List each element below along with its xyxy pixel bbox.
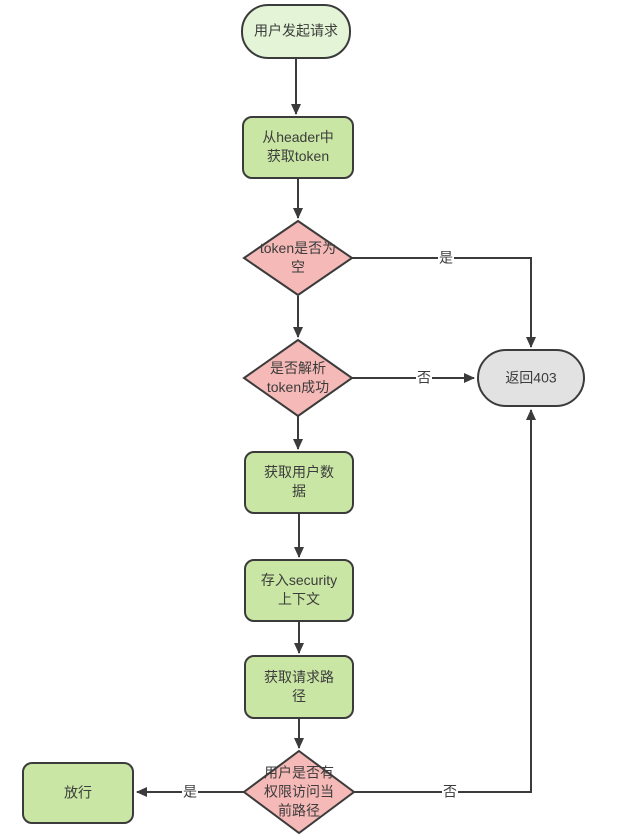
node-token-empty <box>242 219 354 297</box>
node-return-403 <box>477 349 585 407</box>
node-get-token <box>242 116 354 179</box>
node-pass <box>22 762 134 824</box>
edge-label-parse-ok-no: 否 <box>416 369 432 386</box>
edge-token-empty-yes-to-return-403 <box>352 257 536 348</box>
node-security-context <box>244 559 354 622</box>
edge-has-permission-no-to-return-403 <box>354 409 536 793</box>
edge-label-has-permission-no: 否 <box>442 783 458 800</box>
edge-label-token-empty-yes: 是 <box>438 249 454 266</box>
node-has-permission <box>242 749 356 835</box>
edge-label-has-permission-yes: 是 <box>182 783 198 800</box>
node-get-user-data <box>244 451 354 514</box>
node-start <box>241 4 351 59</box>
node-parse-ok <box>242 338 354 418</box>
node-get-request-path <box>244 655 354 719</box>
